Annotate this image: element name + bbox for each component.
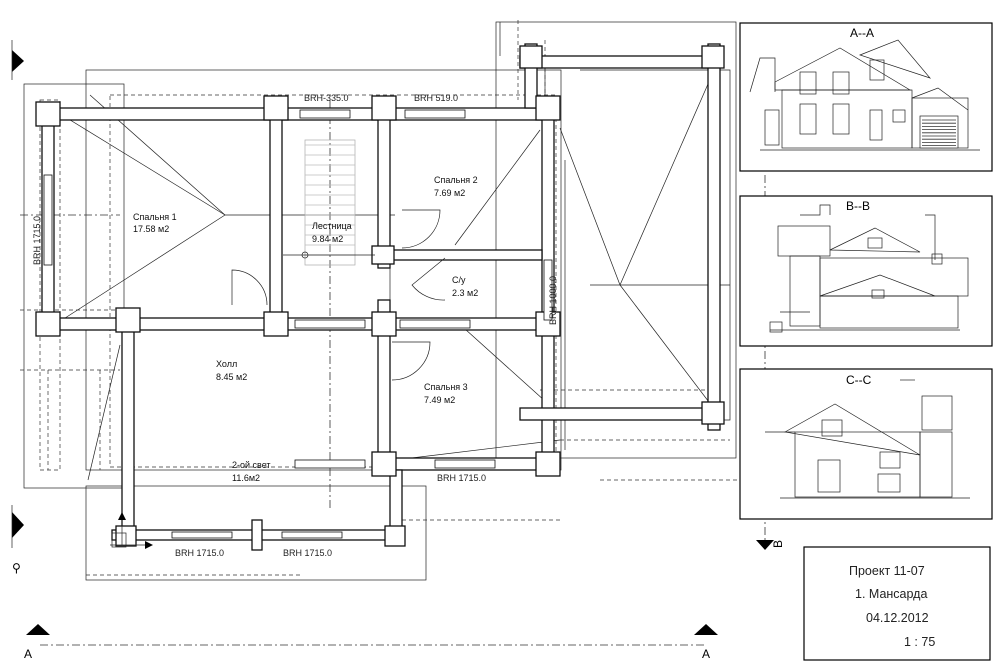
cut-arrow-right — [756, 540, 774, 550]
section-label-b: B--B — [846, 199, 870, 213]
room-area-stairs: 9.84 м2 — [312, 234, 343, 244]
room-area-bedroom-1: 17.58 м2 — [133, 224, 169, 234]
title-stamp: Проект 11-07 1. Мансарда 04.12.2012 1 : … — [803, 546, 991, 661]
north-mark-icon: ⚲ — [12, 561, 21, 575]
room-labels: Спальня 1 17.58 м2 Лестница 9.84 м2 Спал… — [133, 175, 478, 483]
cut-arrow-bottom-right — [694, 624, 718, 635]
window-mark-top-right: BRH 519.0 — [414, 93, 458, 103]
room-area-bedroom-2: 7.69 м2 — [434, 188, 465, 198]
room-name-stairs: Лестница — [312, 221, 352, 231]
section-label-a: A--A — [850, 26, 874, 40]
stairs — [283, 139, 375, 266]
cut-arrow-bottom-left — [26, 624, 50, 635]
room-area-double-height: 11.6м2 — [232, 473, 260, 483]
window-mark-right-vertical: BRH 1000.0 — [548, 276, 558, 325]
room-name-wc: С/у — [452, 275, 466, 285]
window-mark-bottom-mid: BRH 1715.0 — [437, 473, 486, 483]
window-marks: BRH-335.0 BRH 519.0 BRH 1715.0 BRH 1000.… — [32, 93, 558, 558]
stamp-floor: 1. Мансарда — [855, 587, 927, 601]
window-mark-left-vertical: BRH 1715.0 — [32, 216, 42, 265]
dashed-lines — [20, 20, 780, 576]
axis-label-cut-vertical: B — [771, 540, 785, 548]
section-view-c: C--C — [739, 368, 993, 520]
window-mark-bottom-left-1: BRH 1715.0 — [175, 548, 224, 558]
room-name-bedroom-2: Спальня 2 — [434, 175, 478, 185]
axis-label-cut-right: A — [702, 647, 710, 661]
stamp-project: Проект 11-07 — [849, 564, 925, 578]
section-view-a: A--A — [739, 22, 993, 172]
axis-markers — [110, 512, 153, 549]
plan: Спальня 1 17.58 м2 Лестница 9.84 м2 Спал… — [11, 20, 785, 661]
window-mark-bottom-left-2: BRH 1715.0 — [283, 548, 332, 558]
room-area-hall: 8.45 м2 — [216, 372, 247, 382]
cut-arrow-top-left — [12, 50, 24, 72]
window-mark-top-left: BRH-335.0 — [304, 93, 349, 103]
room-area-wc: 2.3 м2 — [452, 288, 478, 298]
room-name-double-height: 2-ой свет — [232, 460, 271, 470]
section-label-c: C--C — [846, 373, 872, 387]
wall-joints — [35, 45, 725, 547]
room-name-bedroom-1: Спальня 1 — [133, 212, 177, 222]
section-view-b: B--B — [739, 195, 993, 347]
windows — [43, 109, 553, 539]
doors — [231, 209, 446, 381]
room-area-bedroom-3: 7.49 м2 — [424, 395, 455, 405]
roof-lines — [61, 67, 730, 481]
stamp-date: 04.12.2012 — [866, 611, 929, 625]
room-name-bedroom-3: Спальня 3 — [424, 382, 468, 392]
room-name-hall: Холл — [216, 359, 237, 369]
cut-arrow-mid-left — [12, 512, 24, 538]
stamp-scale: 1 : 75 — [904, 635, 935, 649]
axis-label-cut-left: A — [24, 647, 32, 661]
section-arrows: A A B ⚲ — [11, 40, 785, 661]
